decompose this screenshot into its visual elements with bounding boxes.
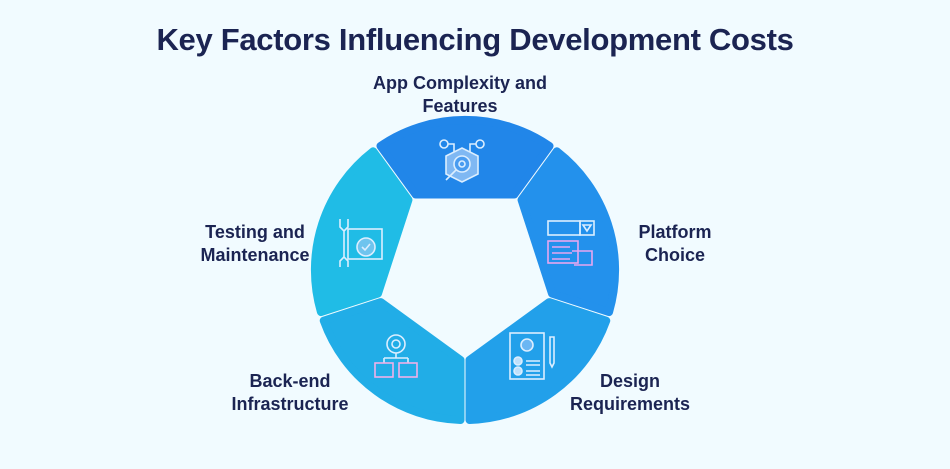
label-line: Infrastructure bbox=[231, 394, 349, 414]
label-line: Testing and bbox=[205, 222, 305, 242]
label-line: Requirements bbox=[569, 394, 691, 414]
label-line: App Complexity and bbox=[372, 73, 547, 93]
page-title: Key Factors Influencing Development Cost… bbox=[156, 22, 794, 57]
interface-select-hand-icon bbox=[547, 220, 595, 266]
label-line: Choice bbox=[644, 245, 705, 265]
gear-box-check-icon bbox=[439, 139, 485, 183]
label-line: Design bbox=[599, 371, 660, 391]
segment-backend-infrastructure bbox=[319, 298, 465, 424]
document-pencil-icon bbox=[509, 332, 555, 380]
wrench-window-check-icon bbox=[339, 219, 383, 267]
label-app-complexity: App Complexity and Features bbox=[340, 72, 580, 118]
segment-testing-maintenance bbox=[310, 147, 413, 317]
label-line: Features bbox=[422, 96, 498, 116]
label-line: Platform bbox=[638, 222, 712, 242]
label-platform-choice: Platform Choice bbox=[600, 221, 750, 267]
label-backend-infrastructure: Back-end Infrastructure bbox=[215, 370, 365, 416]
segment-platform-choice bbox=[517, 147, 620, 317]
label-line: Maintenance bbox=[200, 245, 310, 265]
server-gear-network-icon bbox=[374, 334, 418, 378]
label-testing-maintenance: Testing and Maintenance bbox=[180, 221, 330, 267]
label-line: Back-end bbox=[249, 371, 331, 391]
label-design-requirements: Design Requirements bbox=[560, 370, 700, 416]
